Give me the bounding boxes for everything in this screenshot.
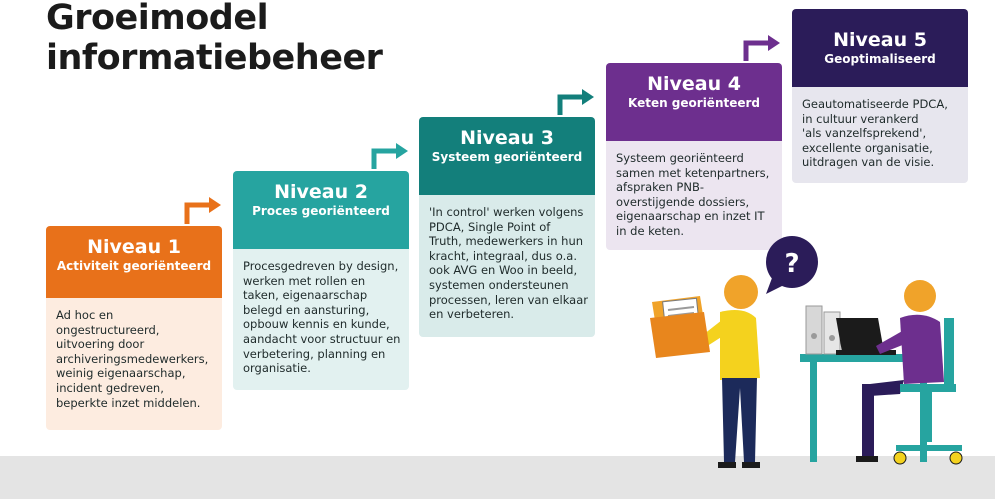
level-1-card: Niveau 1 Activiteit georiënteerd Ad hoc …	[46, 226, 222, 430]
description-line: Truth, medewerkers in hun	[429, 234, 584, 249]
description-line: aandacht voor structuur en	[243, 331, 401, 346]
description-line: Systeem georiënteerd	[616, 151, 744, 165]
folder-icon	[650, 296, 710, 358]
level-1-subtitle: Activiteit georiënteerd	[56, 259, 212, 273]
step-arrow-4-icon	[743, 40, 771, 61]
description-line: excellente organisatie,	[802, 140, 933, 155]
level-2-card: Niveau 2 Proces georiënteerd Procesgedre…	[233, 171, 409, 390]
sitting-person-icon	[856, 280, 944, 462]
description-line: en verbeteren.	[429, 307, 515, 322]
description-line: Geautomatiseerde PDCA,	[802, 97, 948, 111]
step-arrow-2-icon	[371, 148, 399, 169]
description-line: Ad hoc en	[56, 308, 114, 322]
description-line: in cultuur verankerd	[802, 111, 919, 126]
standing-person-icon	[690, 275, 760, 468]
description-line: archiveringsmedewerkers,	[56, 351, 209, 366]
description-line: taken, eigenaarschap	[243, 288, 368, 303]
level-3-header: Niveau 3 Systeem georiënteerd	[419, 117, 595, 195]
level-5-card: Niveau 5 Geoptimaliseerd Geautomatiseerd…	[792, 9, 968, 183]
office-chair-icon	[893, 318, 963, 465]
level-1-title: Niveau 1	[87, 236, 181, 258]
level-5-description: Geautomatiseerde PDCA, in cultuur verank…	[792, 87, 968, 183]
description-line: weinig eigenaarschap,	[56, 366, 186, 381]
level-1-header: Niveau 1 Activiteit georiënteerd	[46, 226, 222, 298]
description-line: overstijgende dossiers,	[616, 194, 750, 209]
description-line: ook AVG en Woo in beeld,	[429, 263, 578, 278]
description-line: uitvoering door	[56, 337, 145, 352]
description-line: opbouw kennis en kunde,	[243, 317, 390, 332]
level-5-title: Niveau 5	[833, 29, 927, 51]
description-line: ongestructureerd,	[56, 322, 160, 337]
description-line: 'In control' werken volgens	[429, 205, 584, 219]
description-line: eigenaarschap en inzet IT	[616, 209, 765, 224]
step-arrow-1-icon	[184, 202, 212, 224]
step-arrow-4-head-icon	[768, 35, 780, 51]
level-4-description: Systeem georiënteerd samen met ketenpart…	[606, 141, 782, 250]
description-line: incident gedreven,	[56, 380, 164, 395]
step-arrow-2-head-icon	[396, 143, 408, 159]
level-4-card: Niveau 4 Keten georiënteerd Systeem geor…	[606, 63, 782, 250]
level-3-description: 'In control' werken volgens PDCA, Single…	[419, 195, 595, 337]
level-4-subtitle: Keten georiënteerd	[627, 96, 761, 110]
description-line: processen, leren van elkaar	[429, 292, 588, 307]
footer-band	[0, 456, 995, 499]
description-line: kracht, integraal, dus o.a.	[429, 248, 577, 263]
laptop-icon	[836, 318, 896, 355]
level-5-subtitle: Geoptimaliseerd	[824, 52, 936, 66]
level-2-title: Niveau 2	[274, 181, 368, 203]
level-2-header: Niveau 2 Proces georiënteerd	[233, 171, 409, 249]
description-line: systemen ondersteunen	[429, 277, 569, 292]
description-line: samen met ketenpartners,	[616, 165, 770, 180]
page-title: Groeimodel informatiebeheer	[46, 0, 383, 78]
description-line: Procesgedreven by design,	[243, 259, 399, 273]
level-2-subtitle: Proces georiënteerd	[252, 204, 390, 218]
question-mark: ?	[784, 249, 799, 279]
step-arrow-3-head-icon	[582, 89, 594, 105]
level-3-title: Niveau 3	[460, 127, 554, 149]
step-arrow-1-head-icon	[209, 197, 221, 213]
description-line: 'als vanzelfsprekend',	[802, 126, 927, 141]
title-line-1: Groeimodel	[46, 0, 269, 38]
description-line: PDCA, Single Point of	[429, 219, 551, 234]
description-line: in de keten.	[616, 223, 685, 238]
step-arrow-3-icon	[557, 94, 585, 115]
description-line: verbetering, planning en	[243, 346, 386, 361]
level-2-description: Procesgedreven by design, werken met rol…	[233, 249, 409, 390]
level-5-header: Niveau 5 Geoptimaliseerd	[792, 9, 968, 87]
level-4-header: Niveau 4 Keten georiënteerd	[606, 63, 782, 141]
description-line: uitdragen van de visie.	[802, 155, 935, 170]
level-1-description: Ad hoc en ongestructureerd, uitvoering d…	[46, 298, 222, 430]
binders-icon	[805, 305, 841, 355]
description-line: afspraken PNB-	[616, 180, 705, 195]
description-line: belegd en aansturing,	[243, 302, 370, 317]
level-4-title: Niveau 4	[647, 73, 741, 95]
level-3-card: Niveau 3 Systeem georiënteerd 'In contro…	[419, 117, 595, 337]
level-3-subtitle: Systeem georiënteerd	[431, 150, 583, 164]
desk-icon	[800, 354, 940, 462]
description-line: werken met rollen en	[243, 273, 366, 288]
description-line: beperkte inzet middelen.	[56, 395, 201, 410]
title-line-2: informatiebeheer	[46, 38, 383, 78]
description-line: organisatie.	[243, 361, 311, 376]
